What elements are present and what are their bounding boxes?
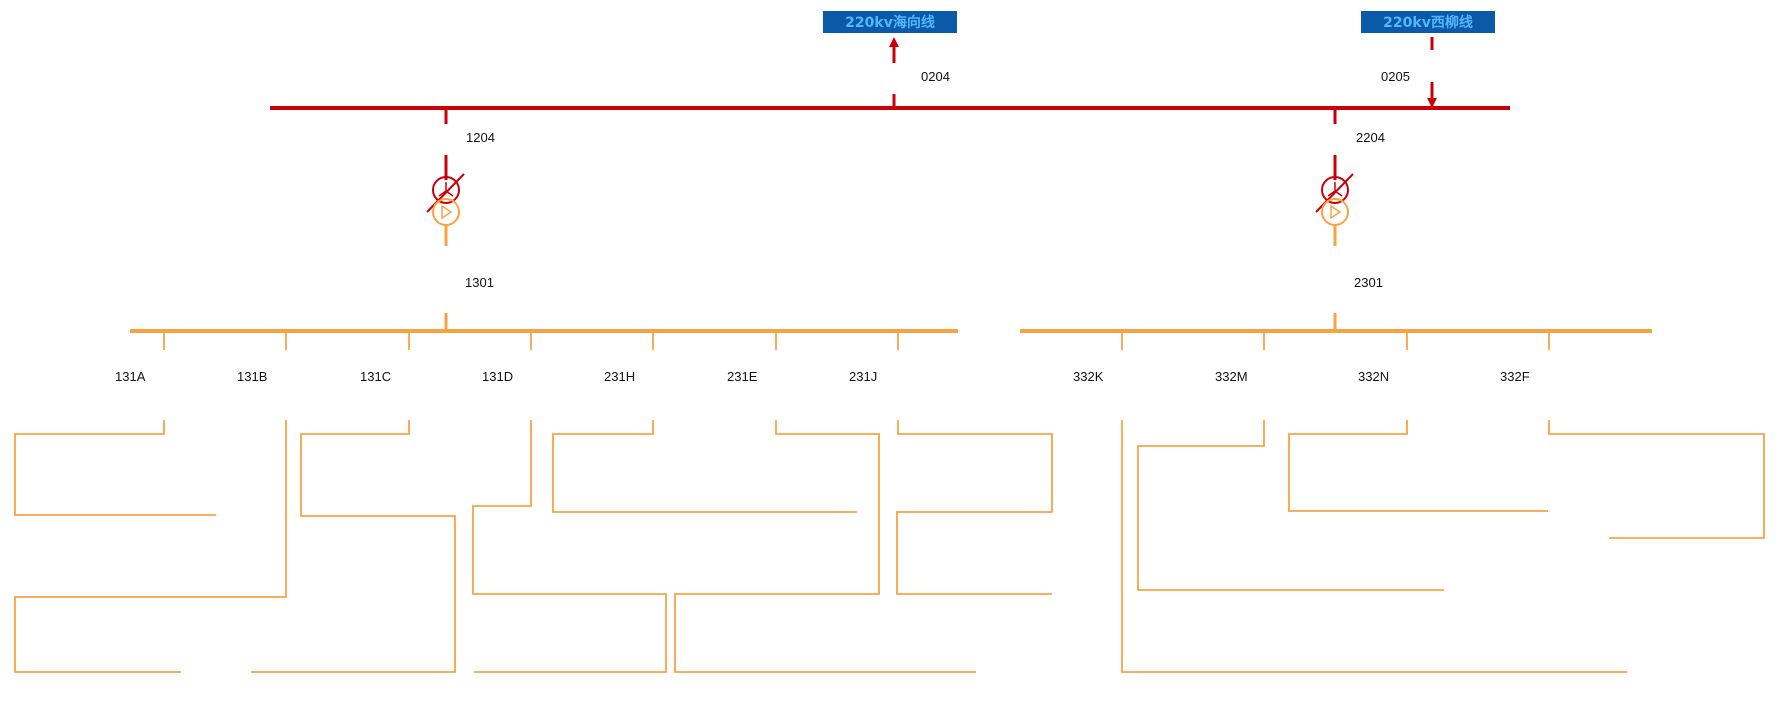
tap-changer-arrow-icon: [426, 173, 465, 213]
feeder-route-131B: [14, 420, 287, 673]
delta-icon: [441, 204, 453, 220]
feeder-label-332M[interactable]: 332M: [1215, 369, 1248, 384]
line-name-xiliu: 220kv西柳线: [1383, 14, 1473, 31]
feeder-label-131C[interactable]: 131C: [360, 369, 391, 384]
feeder-label-131D[interactable]: 131D: [482, 369, 513, 384]
line-name-haixiang: 220kv海向线: [845, 14, 935, 31]
feeder-route-231E: [674, 420, 976, 673]
feeder-label-231J[interactable]: 231J: [849, 369, 877, 384]
line-badge-bg: [1361, 11, 1495, 33]
feeder-label-231H[interactable]: 231H: [604, 369, 635, 384]
arrow-up-icon: [889, 37, 899, 47]
transformer-hv-winding-icon: [1321, 176, 1349, 204]
delta-icon: [1330, 204, 1342, 220]
transformer-1[interactable]: [426, 108, 465, 331]
line-badge-bg: [823, 11, 957, 33]
switch-label-0205: 0205: [1381, 69, 1410, 84]
tap-changer-arrow-icon: [1315, 173, 1354, 213]
transformer-hv-winding-icon: [432, 176, 460, 204]
feeder-route-332N: [1288, 420, 1548, 512]
feeder-label-231E[interactable]: 231E: [727, 369, 758, 384]
switch-label-0204: 0204: [921, 69, 950, 84]
feeder-route-332K: [1121, 420, 1627, 673]
feeder-label-332N[interactable]: 332N: [1358, 369, 1389, 384]
switch-label-1301: 1301: [465, 275, 494, 290]
feeder-label-332F[interactable]: 332F: [1500, 369, 1530, 384]
feeder-label-131B[interactable]: 131B: [237, 369, 267, 384]
line-0205-feeder[interactable]: [1427, 37, 1437, 108]
feeder-route-131A: [14, 420, 216, 516]
switch-label-2204: 2204: [1356, 130, 1385, 145]
feeder-label-332K[interactable]: 332K: [1073, 369, 1104, 384]
feeder-routes: [14, 420, 1765, 673]
transformer-2[interactable]: [1315, 108, 1354, 331]
incoming-line-haixiang[interactable]: 220kv海向线: [823, 11, 957, 33]
switch-label-1204: 1204: [466, 130, 495, 145]
feeder-route-131D: [472, 420, 667, 673]
arrow-down-icon: [1427, 98, 1437, 108]
feeder-route-332M: [1137, 420, 1444, 591]
feeder-route-131C: [251, 420, 456, 673]
line-0204-feeder[interactable]: [889, 37, 899, 107]
feeder-route-231J: [896, 420, 1053, 595]
incoming-line-xiliu[interactable]: 220kv西柳线: [1361, 11, 1495, 33]
switch-label-2301: 2301: [1354, 275, 1383, 290]
feeder-taps: [163, 331, 1550, 350]
feeder-label-131A[interactable]: 131A: [115, 369, 146, 384]
feeder-route-332F: [1548, 420, 1765, 539]
feeder-route-231H: [552, 420, 857, 513]
